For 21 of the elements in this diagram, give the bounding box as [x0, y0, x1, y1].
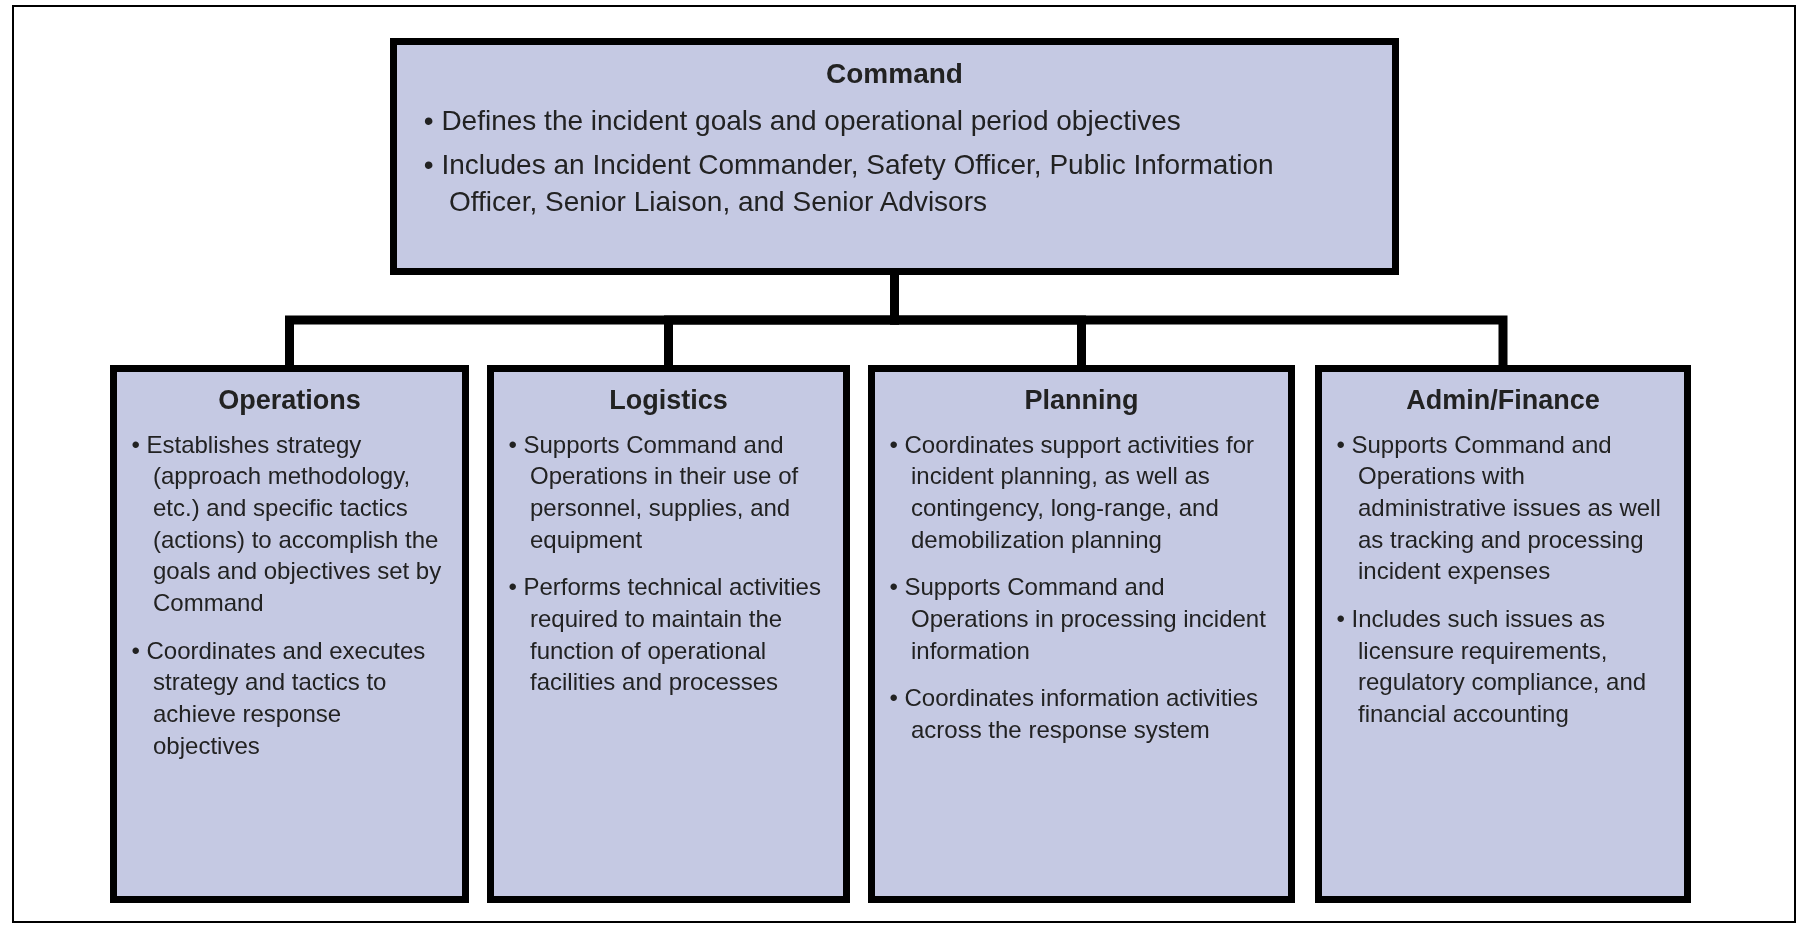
role-box [110, 365, 469, 903]
bullet-text: • Establishes strategy (approach methodology, etc.) and specific tactics (actions) to accomplish the goals and objectives set by Command [130, 429, 443, 618]
role-box [1315, 365, 1691, 903]
box-heading: Admin/Finance [1405, 384, 1601, 417]
bullet-text: • Includes an Incident Commander, Safety Officer, Public Information Officer, Senior Liaison, and Senior Advisors [422, 148, 1275, 219]
bullet-text: • Defines the incident goals and operational period objectives [422, 104, 1182, 138]
bullet-text: • Supports Command and Operations in their use of personnel, supplies, and equipment [507, 429, 800, 555]
box-heading: Logistics [608, 384, 729, 417]
bullet-text: • Supports Command and Operations with administrative issues as well as tracking and processing incident expenses [1335, 429, 1662, 587]
box-heading: Command [825, 57, 964, 91]
role-box [487, 365, 850, 903]
bullet-text: • Performs technical activities required to maintain the function of operational facilities and processes [507, 572, 822, 698]
role-box [868, 365, 1295, 903]
bullet-text: • Coordinates support activities for incident planning, as well as contingency, long-range, and demobilization planning [888, 429, 1255, 555]
box-heading: Planning [1023, 384, 1140, 417]
bullet-text: • Coordinates information activities across the response system [888, 683, 1259, 745]
bullet-text: • Includes such issues as licensure requirements, regulatory compliance, and financial accounting [1335, 603, 1648, 729]
bullet-text: • Supports Command and Operations in processing incident information [888, 572, 1267, 666]
bullet-text: • Coordinates and executes strategy and tactics to achieve response objectives [130, 635, 427, 761]
role-box [390, 38, 1399, 275]
box-heading: Operations [217, 384, 362, 417]
